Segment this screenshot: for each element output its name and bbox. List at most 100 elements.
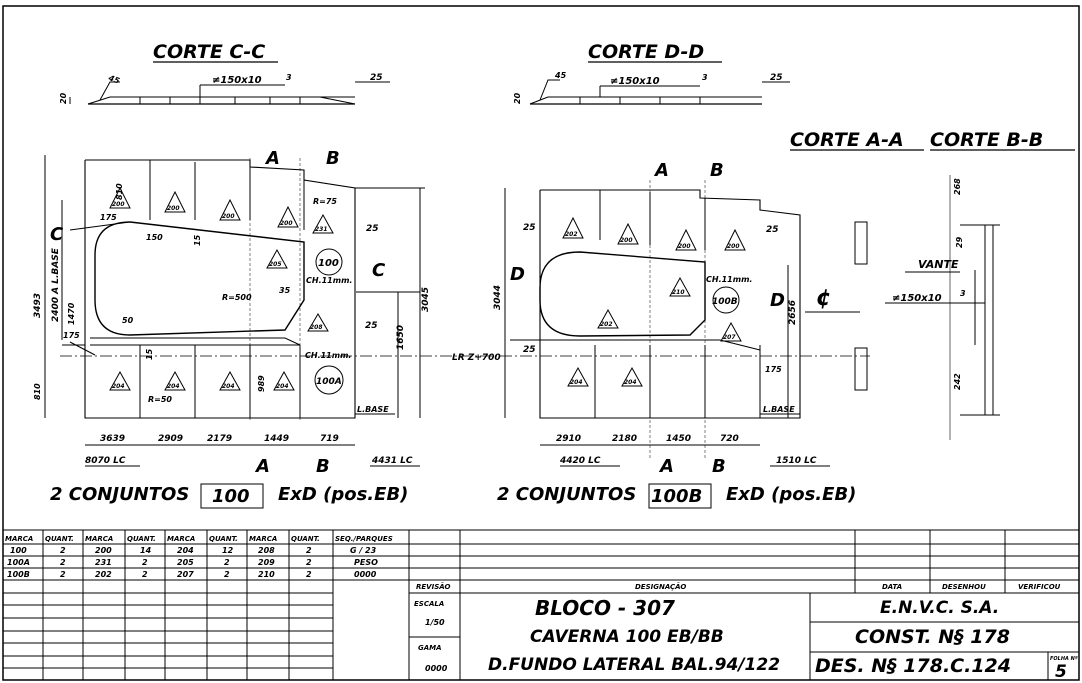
circle-mark-100a: 100A (316, 377, 342, 387)
svg-text:L.BASE: L.BASE (357, 405, 389, 414)
corte-cc-view: CORTE C-C 45 20 ≠150x10 3 25 (59, 41, 390, 105)
svg-text:25: 25 (370, 73, 383, 83)
svg-text:231: 231 (95, 558, 112, 567)
svg-text:4431 LC: 4431 LC (371, 456, 413, 466)
svg-text:100: 100 (212, 486, 250, 507)
svg-text:1510 LC: 1510 LC (776, 456, 817, 466)
svg-text:204: 204 (112, 383, 125, 390)
left-part-drawing: 3493 2400 A L.BASE C 1470 810 810 989 30… (33, 148, 431, 509)
svg-text:150: 150 (146, 233, 163, 242)
svg-text:205: 205 (177, 558, 194, 567)
svg-text:204: 204 (167, 383, 180, 390)
svg-text:A: A (653, 160, 669, 181)
svg-text:R=50: R=50 (148, 395, 172, 404)
svg-text:204: 204 (570, 379, 583, 386)
svg-text:2179: 2179 (207, 434, 232, 444)
left-part-title: 2 CONJUNTOS (50, 484, 189, 505)
svg-text:200: 200 (678, 243, 691, 250)
profile-label-dd: ≠150x10 (610, 76, 660, 87)
svg-text:100: 100 (10, 546, 27, 555)
corte-ab-view: CORTE A-A CORTE B-B ¢ VANTE ≠150x10 3 26… (790, 129, 1075, 440)
svg-text:14: 14 (140, 546, 152, 555)
company-name: E.N.V.C. S.A. (880, 598, 999, 618)
svg-text:1470: 1470 (67, 302, 76, 325)
corte-aa-title: CORTE A-A (790, 129, 904, 151)
svg-text:SEQ./PARQUES: SEQ./PARQUES (335, 535, 393, 543)
lr-label: LR Z+700 (452, 353, 501, 363)
svg-text:2: 2 (60, 570, 66, 579)
svg-text:C: C (50, 224, 64, 245)
svg-text:0000: 0000 (425, 664, 448, 673)
svg-text:B: B (712, 456, 726, 477)
svg-text:A: A (264, 148, 280, 169)
svg-text:204: 204 (222, 383, 235, 390)
svg-text:2: 2 (306, 570, 312, 579)
svg-text:GAMA: GAMA (418, 644, 442, 652)
svg-text:210: 210 (672, 289, 685, 296)
svg-text:29: 29 (955, 236, 964, 248)
svg-text:ExD (pos.EB): ExD (pos.EB) (278, 484, 408, 505)
svg-text:204: 204 (276, 383, 289, 390)
svg-text:1/50: 1/50 (425, 618, 445, 627)
svg-text:D: D (770, 290, 785, 311)
title-line-1: BLOCO - 307 (535, 596, 675, 620)
construction-number: CONST. N§ 178 (855, 626, 1010, 648)
svg-text:20: 20 (59, 92, 68, 104)
svg-text:FOLHA Nº: FOLHA Nº (1050, 656, 1078, 662)
svg-text:204: 204 (177, 546, 194, 555)
svg-text:205: 205 (269, 261, 282, 268)
svg-text:2: 2 (142, 558, 148, 567)
svg-text:2400 A L.BASE: 2400 A L.BASE (51, 247, 61, 322)
svg-text:15: 15 (193, 234, 202, 246)
svg-text:L.BASE: L.BASE (763, 405, 795, 414)
svg-text:MARCA: MARCA (5, 535, 33, 543)
svg-text:25: 25 (365, 321, 378, 331)
svg-text:202: 202 (600, 321, 613, 328)
svg-text:ExD (pos.EB): ExD (pos.EB) (726, 484, 856, 505)
circle-mark-100b: 100B (712, 297, 738, 307)
sheet-border (2, 5, 1080, 681)
svg-text:200: 200 (620, 237, 633, 244)
svg-text:0000: 0000 (354, 570, 377, 579)
svg-text:R=75: R=75 (313, 197, 337, 206)
svg-text:MARCA: MARCA (167, 535, 195, 543)
svg-text:100A: 100A (7, 558, 30, 567)
right-part-drawing: 3044 D D 2656 25 25 25 175 CH.11mm. L.BA… (493, 160, 856, 509)
svg-text:ESCALA: ESCALA (414, 600, 444, 608)
corte-cc-title: CORTE C-C (153, 41, 265, 63)
svg-text:25: 25 (523, 345, 536, 355)
svg-text:2: 2 (306, 546, 312, 555)
svg-text:CH.11mm.: CH.11mm. (305, 351, 351, 360)
svg-text:100B: 100B (651, 486, 702, 507)
svg-text:CH.11mm.: CH.11mm. (706, 275, 752, 284)
svg-text:2656: 2656 (788, 300, 798, 325)
svg-text:100B: 100B (7, 570, 30, 579)
svg-text:45: 45 (554, 71, 567, 80)
svg-text:204: 204 (624, 379, 637, 386)
svg-text:3: 3 (960, 289, 966, 298)
svg-text:202: 202 (95, 570, 112, 579)
svg-text:MARCA: MARCA (249, 535, 277, 543)
svg-text:2: 2 (60, 546, 66, 555)
svg-text:VERIFICOU: VERIFICOU (1018, 583, 1061, 591)
svg-text:202: 202 (565, 231, 578, 238)
svg-text:D: D (510, 264, 525, 285)
svg-text:268: 268 (953, 178, 962, 195)
svg-text:QUANT.: QUANT. (127, 535, 156, 543)
svg-text:2: 2 (224, 570, 230, 579)
corte-bb-title: CORTE B-B (930, 129, 1043, 151)
right-part-title: 2 CONJUNTOS (497, 484, 636, 505)
svg-text:200: 200 (727, 243, 740, 250)
svg-text:720: 720 (720, 434, 739, 444)
svg-text:3: 3 (286, 73, 292, 82)
svg-text:QUANT.: QUANT. (209, 535, 238, 543)
svg-text:810: 810 (115, 183, 124, 200)
svg-text:200: 200 (280, 220, 293, 227)
title-line-3: D.FUNDO LATERAL BAL.94/122 (488, 655, 780, 675)
svg-text:REVISÃO: REVISÃO (416, 582, 450, 591)
svg-text:200: 200 (95, 546, 112, 555)
svg-text:A: A (658, 456, 674, 477)
svg-text:200: 200 (222, 213, 235, 220)
svg-text:3045: 3045 (421, 287, 431, 312)
svg-text:C: C (372, 260, 386, 281)
